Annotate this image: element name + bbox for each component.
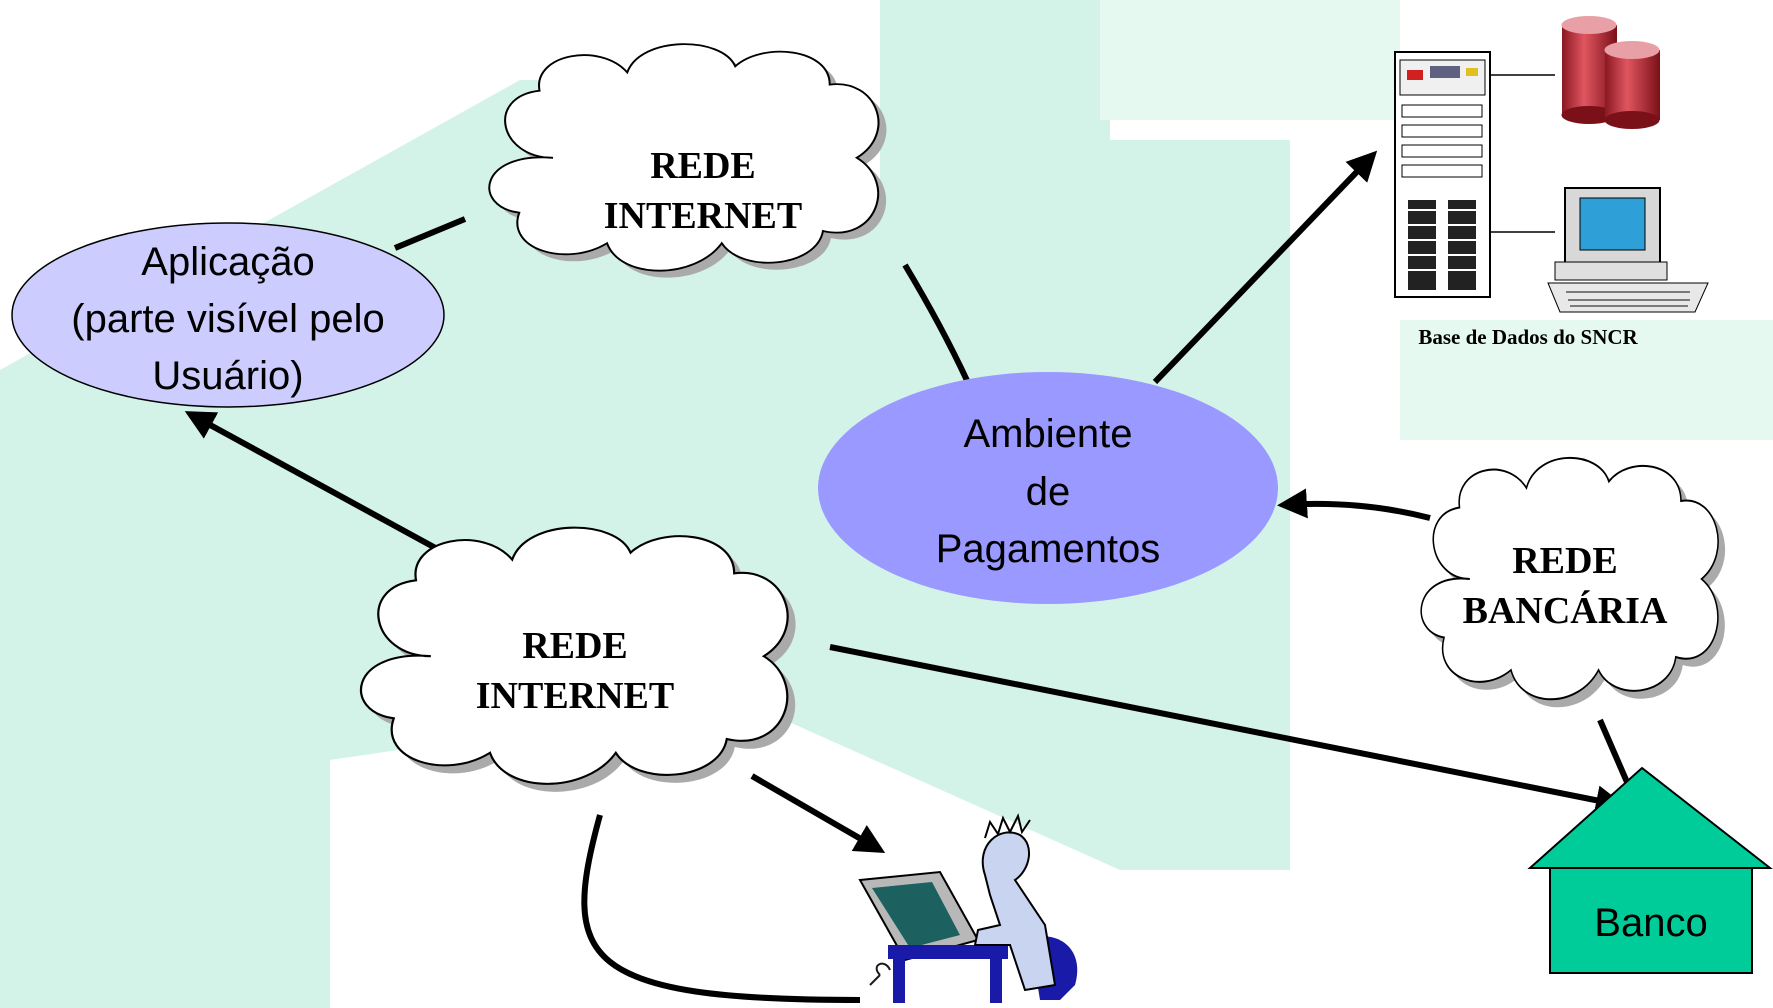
ambiente-line3: Pagamentos xyxy=(936,527,1161,571)
banco-label: Banco xyxy=(1594,901,1707,945)
aplicacao-ellipse: Aplicação (parte visível pelo Usuário) xyxy=(11,222,445,408)
user-at-computer-icon xyxy=(858,813,1078,1003)
ambiente-ellipse: Ambiente de Pagamentos xyxy=(818,372,1278,604)
ambiente-line2: de xyxy=(1026,470,1071,514)
cloud-bank-line2: BANCÁRIA xyxy=(1463,590,1668,632)
database-caption: Base de Dados do SNCR xyxy=(1418,325,1638,349)
cloud-bottom-line2: INTERNET xyxy=(476,675,675,717)
bank-house-icon: Banco xyxy=(1527,766,1773,974)
cloud-top-line1: REDE xyxy=(650,145,756,187)
cloud-bank-network: REDE BANCÁRIA xyxy=(1420,456,1726,708)
cloud-internet-bottom: REDE INTERNET xyxy=(359,526,796,792)
ambiente-line1: Ambiente xyxy=(964,412,1133,456)
desktop-computer-icon xyxy=(1547,187,1709,313)
cloud-internet-top: REDE INTERNET xyxy=(488,43,887,278)
server-tower-icon xyxy=(1394,51,1555,298)
cloud-bottom-line1: REDE xyxy=(522,625,628,667)
aplicacao-line1: Aplicação xyxy=(141,240,314,284)
cloud-bank-line1: REDE xyxy=(1512,540,1618,582)
aplicacao-line3: Usuário) xyxy=(152,354,303,398)
aplicacao-line2: (parte visível pelo xyxy=(71,297,384,341)
cloud-top-line2: INTERNET xyxy=(604,195,803,237)
database-cylinder-icon xyxy=(1561,16,1660,129)
